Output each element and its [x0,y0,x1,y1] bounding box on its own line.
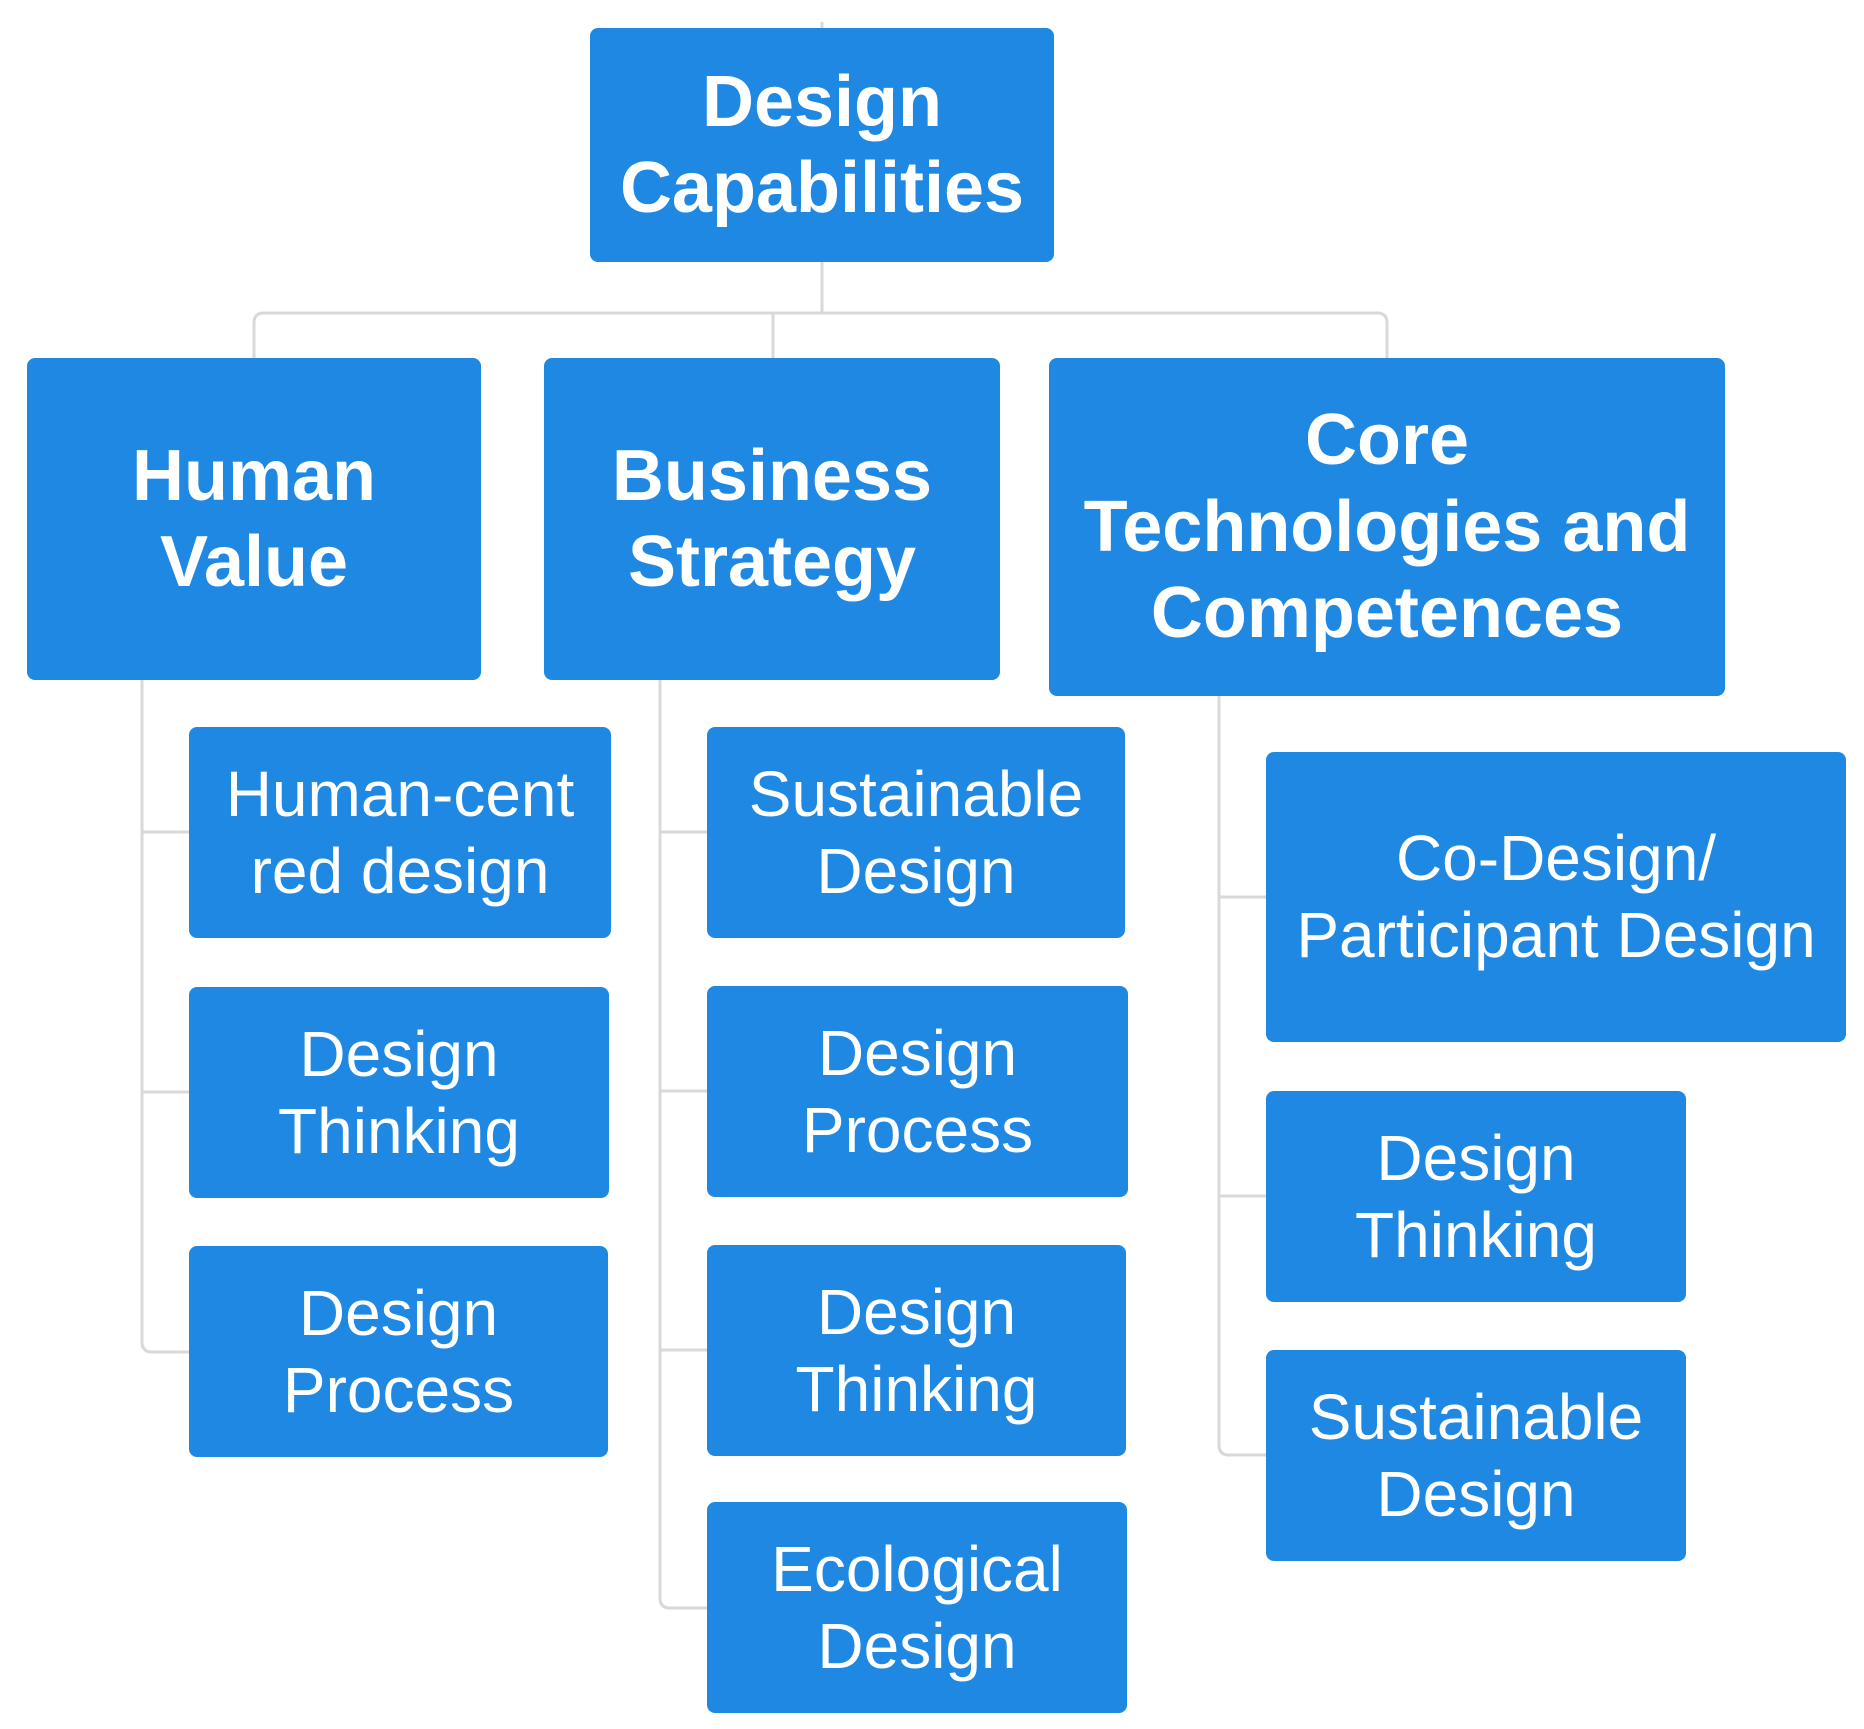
node-line: Design [817,1609,1017,1682]
node-line: Thinking [1355,1198,1597,1271]
node-sustainable-design: Sustainable Design [1266,1350,1686,1561]
connector-ct-spine [1217,696,1266,1457]
node-ecological-design: Ecological Design [707,1502,1127,1713]
node-line: Design [816,1275,1017,1348]
node-design-process: Design Process [189,1246,608,1457]
node-design-thinking: Design Thinking [189,987,609,1198]
node-line: Co-Design/ [1395,822,1717,895]
connector-bs-spine [658,680,707,1610]
node-line: Core [1304,400,1470,481]
node-business-strategy: Business Strategy [544,358,1000,680]
node-line: Process [801,1093,1034,1166]
node-line: Thinking [278,1094,520,1167]
node-line: Design [298,1276,499,1349]
connector-hv-spine [140,680,189,1354]
node-line: Design [701,61,943,142]
node-line: Design [817,1016,1018,1089]
node-line: Strategy [627,522,917,602]
node-sustainable-design: Sustainable Design [707,727,1125,938]
node-line: Sustainable [1308,1380,1644,1453]
node-line: Design [1376,1457,1576,1530]
node-line: Ecological [771,1532,1063,1605]
node-line: red design [250,834,550,907]
node-human-value: Human Value [27,358,481,680]
node-design-thinking: Design Thinking [1266,1091,1686,1302]
node-line: Sustainable [748,757,1084,830]
node-line: Technologies and [1083,486,1691,567]
node-line: Value [159,522,349,602]
node-line: Design [1376,1121,1576,1194]
node-line: Design [299,1017,499,1090]
node-co-design-participant-design: Co-Design/ Participant Design [1266,752,1846,1042]
node-human-centred-design: Human-cent red design [189,727,611,938]
node-design-capabilities: Design Capabilities [590,28,1054,262]
node-core-technologies-and-competences: Core Technologies and Competences [1049,358,1725,696]
node-line: Participant Design [1296,899,1816,971]
node-line: Human-cent [225,757,575,830]
node-line: Human [131,435,377,516]
node-line: Thinking [795,1352,1038,1425]
node-design-process: Design Process [707,986,1128,1197]
node-line: Process [282,1353,515,1426]
node-line: Design [816,834,1016,907]
node-line: Business [611,435,933,516]
node-line: Capabilities [619,148,1025,228]
node-line: Competences [1150,573,1624,654]
connector-bus [252,311,1389,358]
node-design-thinking: Design Thinking [707,1245,1126,1456]
